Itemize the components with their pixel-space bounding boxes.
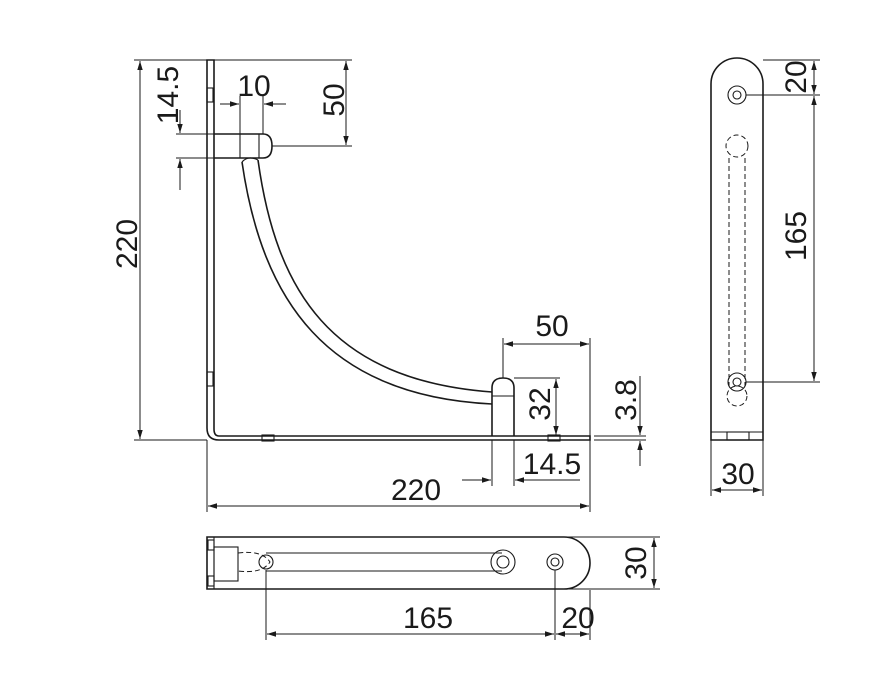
curved-strut-outer — [257, 159, 493, 393]
bottom-hole-right-inner — [550, 557, 560, 567]
dim-bottom-hole-spacing: 165 — [403, 602, 453, 635]
foot-bolt-left — [261, 434, 275, 442]
dim-side-width: 30 — [721, 458, 754, 491]
dim-tab-width: 10 — [237, 70, 270, 103]
dim-foot-height: 32 — [524, 387, 557, 420]
bottom-corner-top — [207, 539, 215, 551]
side-hidden-tab — [725, 134, 749, 158]
bottom-corner-bottom — [207, 575, 215, 587]
vertical-bolt-top — [206, 87, 214, 103]
foot-block — [491, 377, 515, 436]
bottom-hole-left — [258, 554, 274, 570]
dim-height-total: 220 — [111, 219, 144, 269]
bottom-hole-right — [546, 553, 564, 571]
dim-bottom-end-hole: 20 — [561, 602, 594, 635]
curved-strut-end — [241, 157, 259, 163]
dim-width-total: 220 — [391, 474, 441, 507]
bottom-view: 165 20 30 — [206, 536, 660, 640]
foot-bolt-right — [547, 434, 561, 442]
dim-thickness: 3.8 — [610, 379, 643, 421]
side-plate — [710, 57, 764, 441]
bottom-strut-end — [490, 549, 516, 575]
side-hole-top-inner — [732, 90, 742, 100]
side-hole-bottom-inner — [732, 377, 742, 387]
curved-strut-inner — [241, 161, 493, 405]
vertical-bolt-bottom — [206, 371, 214, 387]
dim-top-offset: 14.5 — [152, 66, 185, 124]
bottom-block — [213, 546, 239, 582]
front-view: 220 14.5 10 50 50 32 3.8 — [111, 59, 646, 512]
bottom-strut-end-inner — [496, 555, 510, 569]
dim-foot-length: 50 — [535, 310, 568, 343]
dim-foot-offset: 14.5 — [523, 448, 581, 481]
side-hole-top — [727, 85, 747, 105]
side-view: 20 165 30 — [710, 57, 820, 496]
dim-tab-height: 50 — [318, 83, 351, 116]
side-bolt-bottom — [726, 431, 750, 441]
side-hidden-foot — [726, 385, 748, 407]
bottom-strut-start — [237, 551, 271, 573]
dim-bottom-width: 30 — [620, 546, 653, 579]
side-hole-bottom — [727, 372, 747, 392]
upper-tab — [214, 133, 273, 159]
bottom-plate — [206, 536, 591, 590]
dim-side-top-hole: 20 — [780, 60, 813, 93]
dim-side-hole-spacing: 165 — [780, 211, 813, 261]
